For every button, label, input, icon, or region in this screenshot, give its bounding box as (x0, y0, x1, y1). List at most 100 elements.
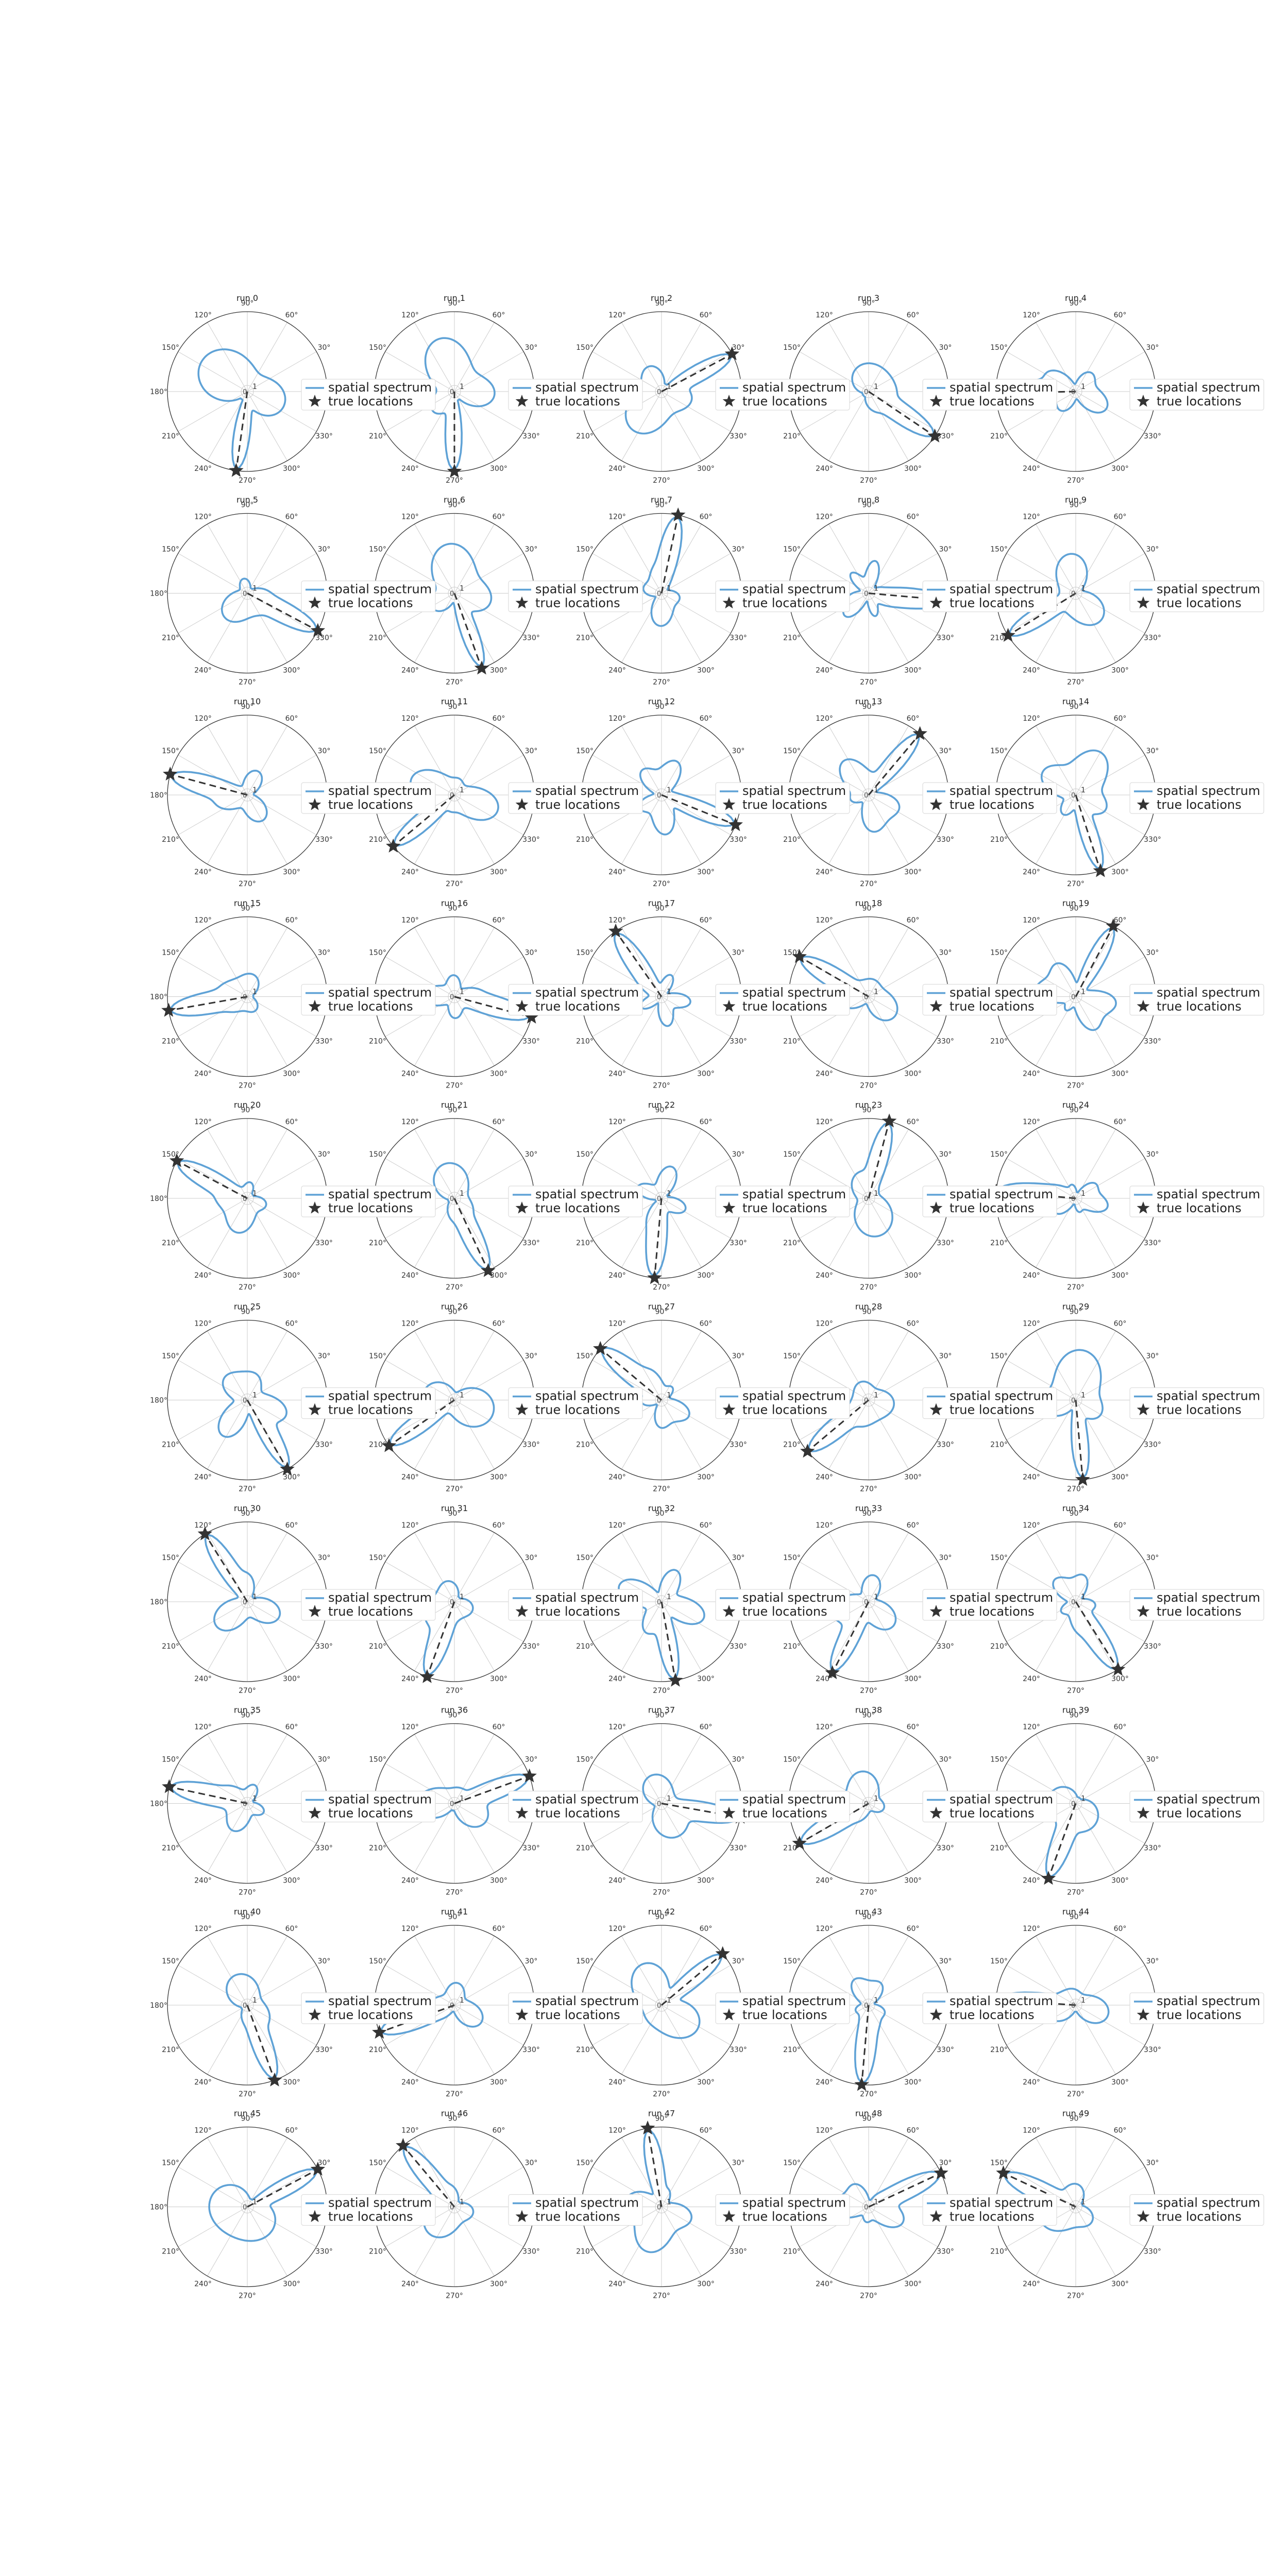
angle-tick-label: 90° (448, 1711, 461, 1720)
radial-tick-label: 0 (450, 1599, 454, 1606)
radial-gridline (448, 587, 461, 600)
polar-panel: 0°30°60°90°120°150°180°210°240°270°300°3… (771, 1503, 961, 1695)
radial-tick-label: 0 (243, 1397, 247, 1405)
spectrum-curve (839, 733, 920, 833)
angle-tick-label: 240° (194, 868, 212, 876)
angle-tick-label: 240° (1023, 465, 1040, 473)
angle-tick-label: 30° (732, 1352, 745, 1361)
legend-frame (1129, 580, 1264, 613)
angular-gridline (247, 524, 287, 594)
angular-gridline (868, 2005, 909, 2075)
true-location-line (426, 1601, 455, 1677)
angle-tick-label: 300° (283, 465, 300, 473)
angle-tick-label: 210° (369, 1642, 386, 1651)
angular-gridline (385, 956, 455, 997)
angle-tick-label: 300° (697, 1070, 715, 1078)
legend-star-swatch (308, 999, 321, 1012)
angular-gridline (621, 322, 662, 392)
angle-tick-label: 270° (860, 2090, 877, 2098)
radial-tick-label: 1 (460, 2198, 464, 2207)
radial-tick-label: 0 (243, 388, 247, 396)
angle-tick-label: 330° (315, 2248, 333, 2256)
legend-frame (301, 782, 436, 814)
angle-tick-label: 270° (1067, 1283, 1084, 1292)
angular-gridline (661, 1158, 731, 1199)
angle-tick-label: 30° (525, 1150, 538, 1159)
angular-gridline (661, 1562, 731, 1602)
legend-frame (1129, 1387, 1264, 1419)
angle-tick-label: 180° (150, 791, 167, 800)
legend-locations-label: true locations (742, 1806, 827, 1821)
legend-star-swatch (308, 1806, 321, 1819)
angle-tick-label: 240° (194, 1272, 212, 1280)
angle-tick-label: 120° (1023, 715, 1040, 723)
angle-tick-label: 90° (448, 1308, 461, 1316)
angle-tick-label: 150° (783, 1150, 801, 1159)
angle-tick-label: 120° (816, 715, 833, 723)
angle-tick-label: 90° (448, 299, 461, 308)
legend-star-swatch (515, 999, 529, 1012)
angular-gridline (1075, 553, 1145, 594)
angle-tick-label: 90° (448, 2115, 461, 2123)
legend-star-swatch (1137, 1201, 1150, 1214)
radial-gridline (862, 1394, 875, 1406)
angular-gridline (385, 593, 455, 634)
angle-tick-label: 330° (1144, 1844, 1161, 1853)
legend-locations-label: true locations (742, 798, 827, 812)
angle-tick-label: 270° (653, 1889, 670, 1897)
panel-title: run 17 (648, 899, 675, 908)
angle-tick-label: 270° (446, 880, 463, 888)
angle-tick-label: 30° (939, 1554, 952, 1562)
true-location-line (170, 773, 248, 796)
angular-gridline (621, 725, 662, 795)
angle-tick-label: 150° (990, 949, 1008, 957)
radial-tick-label: 1 (252, 2198, 257, 2207)
angle-tick-label: 210° (162, 1642, 179, 1651)
angular-gridline (178, 1562, 248, 1602)
legend-locations-label: true locations (742, 999, 827, 1014)
angular-gridline (454, 956, 524, 997)
angular-gridline (247, 794, 317, 835)
radial-tick-label: 1 (874, 585, 878, 593)
angle-tick-label: 330° (730, 1038, 747, 1046)
angular-gridline (621, 1601, 662, 1671)
angle-tick-label: 330° (730, 1642, 747, 1651)
angle-tick-label: 120° (1023, 1320, 1040, 1328)
radial-tick-label: 0 (450, 1801, 454, 1808)
panel-title: run 49 (1062, 2109, 1089, 2119)
angular-gridline (592, 1803, 662, 1844)
angle-tick-label: 150° (990, 747, 1008, 755)
angular-gridline (1075, 996, 1145, 1037)
panel-title: run 18 (855, 899, 882, 908)
angle-tick-label: 90° (241, 1510, 254, 1518)
angle-tick-label: 120° (1023, 1118, 1040, 1126)
angle-tick-label: 300° (904, 1070, 922, 1078)
spectrum-curve (614, 933, 691, 1027)
radial-gridline (862, 1797, 875, 1810)
angular-gridline (454, 524, 495, 594)
angular-gridline (1075, 1803, 1145, 1844)
polar-panel: 0°30°60°90°120°150°180°210°240°270°300°3… (150, 697, 340, 888)
angle-tick-label: 300° (904, 465, 922, 473)
angular-gridline (661, 996, 731, 1037)
angular-gridline (178, 1400, 248, 1440)
radial-tick-label: 1 (667, 1996, 671, 2005)
legend-star-swatch (722, 395, 736, 407)
legend-spectrum-label: spatial spectrum (1157, 986, 1260, 1000)
radial-tick-label: 1 (252, 1996, 257, 2005)
legend-spectrum-label: spatial spectrum (950, 784, 1053, 798)
angular-gridline (454, 1360, 524, 1400)
angular-gridline (1036, 996, 1076, 1066)
angle-tick-label: 300° (1111, 1675, 1129, 1683)
angle-tick-label: 300° (904, 667, 922, 675)
radial-gridline (1069, 587, 1082, 600)
true-location-star (825, 1665, 840, 1680)
radial-tick-label: 1 (667, 1392, 671, 1400)
legend-locations-label: true locations (1157, 999, 1242, 1014)
angle-tick-label: 90° (241, 1913, 254, 1921)
panel-title: run 45 (234, 2109, 261, 2119)
